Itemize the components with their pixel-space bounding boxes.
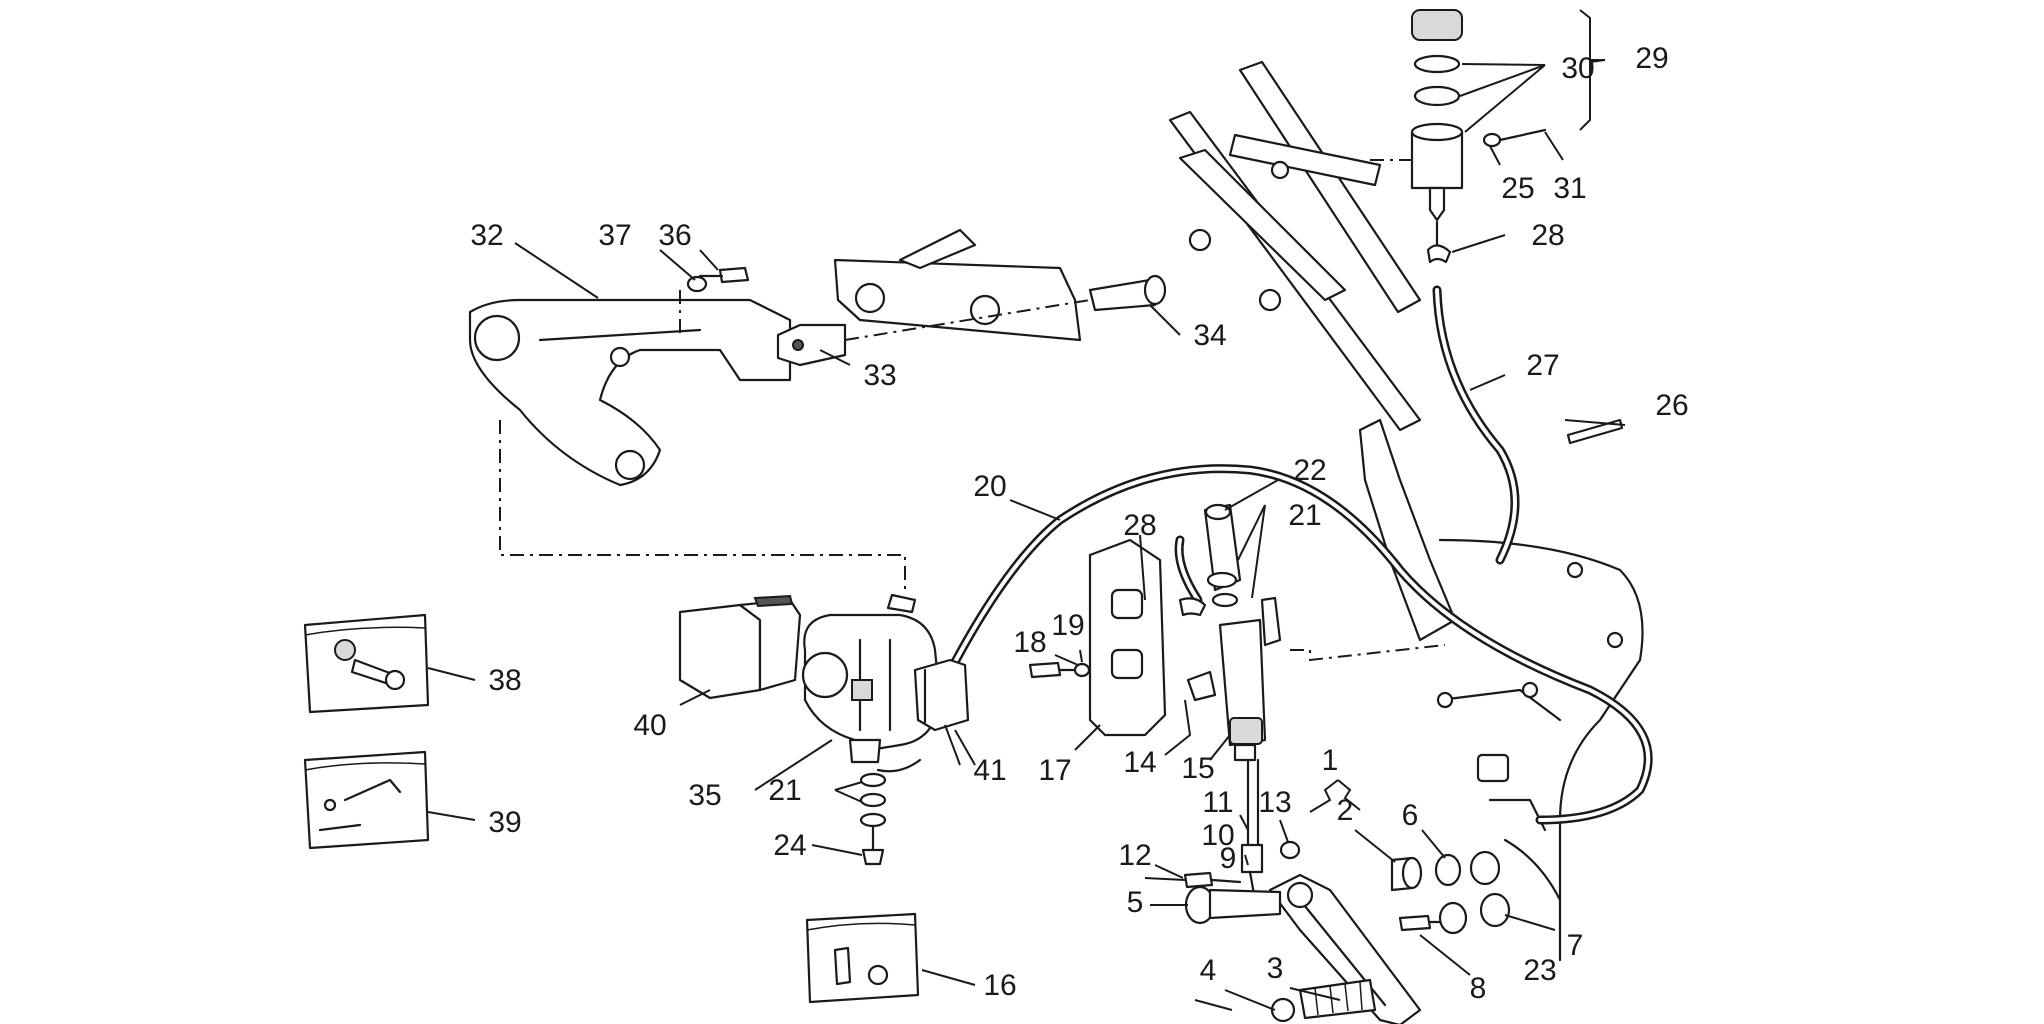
callout-17: 17: [1038, 754, 1071, 787]
callout-14: 14: [1123, 746, 1156, 779]
callout-41: 41: [973, 754, 1006, 787]
heat-shield-17: [1088, 538, 1167, 737]
kit-bag-39: [303, 750, 430, 850]
callout-28-lower: 28: [1123, 509, 1156, 542]
callout-3: 3: [1267, 952, 1284, 985]
callout-38: 38: [488, 664, 521, 697]
callout-15: 15: [1181, 752, 1214, 785]
bolt-8: [1398, 914, 1442, 932]
callout-21-lower: 21: [768, 774, 801, 807]
callout-30: 30: [1561, 52, 1594, 85]
washer-19: [1073, 662, 1091, 678]
circlip-23: [1438, 901, 1468, 935]
callout-13: 13: [1258, 786, 1291, 819]
callout-19: 19: [1051, 609, 1084, 642]
callout-27: 27: [1526, 349, 1559, 382]
callout-31: 31: [1553, 172, 1586, 205]
clip-26: [1566, 418, 1624, 445]
reservoir-assembly: [1370, 9, 1547, 264]
kit-bag-38: [303, 613, 430, 714]
callout-5: 5: [1127, 886, 1144, 919]
washer-6: [1434, 853, 1462, 887]
callout-labels: 1 2 3 4 5 6 7 8 9 10 11 12 13 14 15 16 1…: [470, 42, 1688, 1005]
pivot-bolt-5: [1184, 885, 1282, 925]
callout-12: 12: [1118, 839, 1151, 872]
callout-8: 8: [1470, 972, 1487, 1005]
callout-23: 23: [1523, 954, 1556, 987]
callout-1: 1: [1322, 744, 1339, 777]
callout-25: 25: [1501, 172, 1534, 205]
callout-4: 4: [1200, 954, 1217, 987]
spacer-33: [776, 323, 847, 367]
footrest-bracket: [468, 298, 792, 487]
bolt-18: [1028, 661, 1077, 679]
callout-35: 35: [688, 779, 721, 812]
hose-small: [1174, 535, 1203, 605]
callout-18: 18: [1013, 626, 1046, 659]
callout-39: 39: [488, 806, 521, 839]
pin-34: [1088, 274, 1167, 312]
callout-11: 11: [1202, 786, 1233, 819]
spacer-7-upper: [1469, 850, 1501, 886]
callout-24: 24: [773, 829, 806, 862]
callout-7: 7: [1567, 929, 1584, 962]
push-rod: [1183, 758, 1301, 902]
bolt-36: [698, 266, 750, 284]
bracket-plate: [833, 228, 1082, 342]
bushing-7: [1479, 892, 1511, 928]
callout-29: 29: [1635, 42, 1668, 75]
bushing-2: [1390, 856, 1423, 892]
callout-22: 22: [1293, 454, 1326, 487]
callout-2: 2: [1337, 794, 1354, 827]
callout-10: 10: [1201, 819, 1234, 852]
callout-20: 20: [973, 470, 1006, 503]
leader-lines: [427, 9, 1626, 1011]
kit-bag-16: [805, 912, 920, 1004]
callout-34: 34: [1193, 319, 1226, 352]
callout-37: 37: [598, 219, 631, 252]
brake-pads-40: [678, 594, 802, 700]
washer-4: [1270, 997, 1296, 1023]
callout-33: 33: [863, 359, 896, 392]
banjo-21-lower: [859, 772, 887, 866]
master-cylinder: [1178, 503, 1282, 762]
callout-9: 9: [1220, 842, 1237, 875]
callout-40: 40: [633, 709, 666, 742]
callout-16: 16: [983, 969, 1016, 1002]
callout-6: 6: [1402, 799, 1419, 832]
callout-26: 26: [1655, 389, 1688, 422]
frame-structure: [1168, 60, 1644, 962]
callout-21-upper: 21: [1288, 499, 1321, 532]
callout-32: 32: [470, 219, 503, 252]
bracket-41: [913, 658, 970, 732]
callout-36: 36: [658, 219, 691, 252]
hose-27: [1432, 285, 1520, 565]
brake-caliper: [801, 593, 942, 764]
callout-28-upper: 28: [1531, 219, 1564, 252]
washer-37: [686, 275, 708, 293]
